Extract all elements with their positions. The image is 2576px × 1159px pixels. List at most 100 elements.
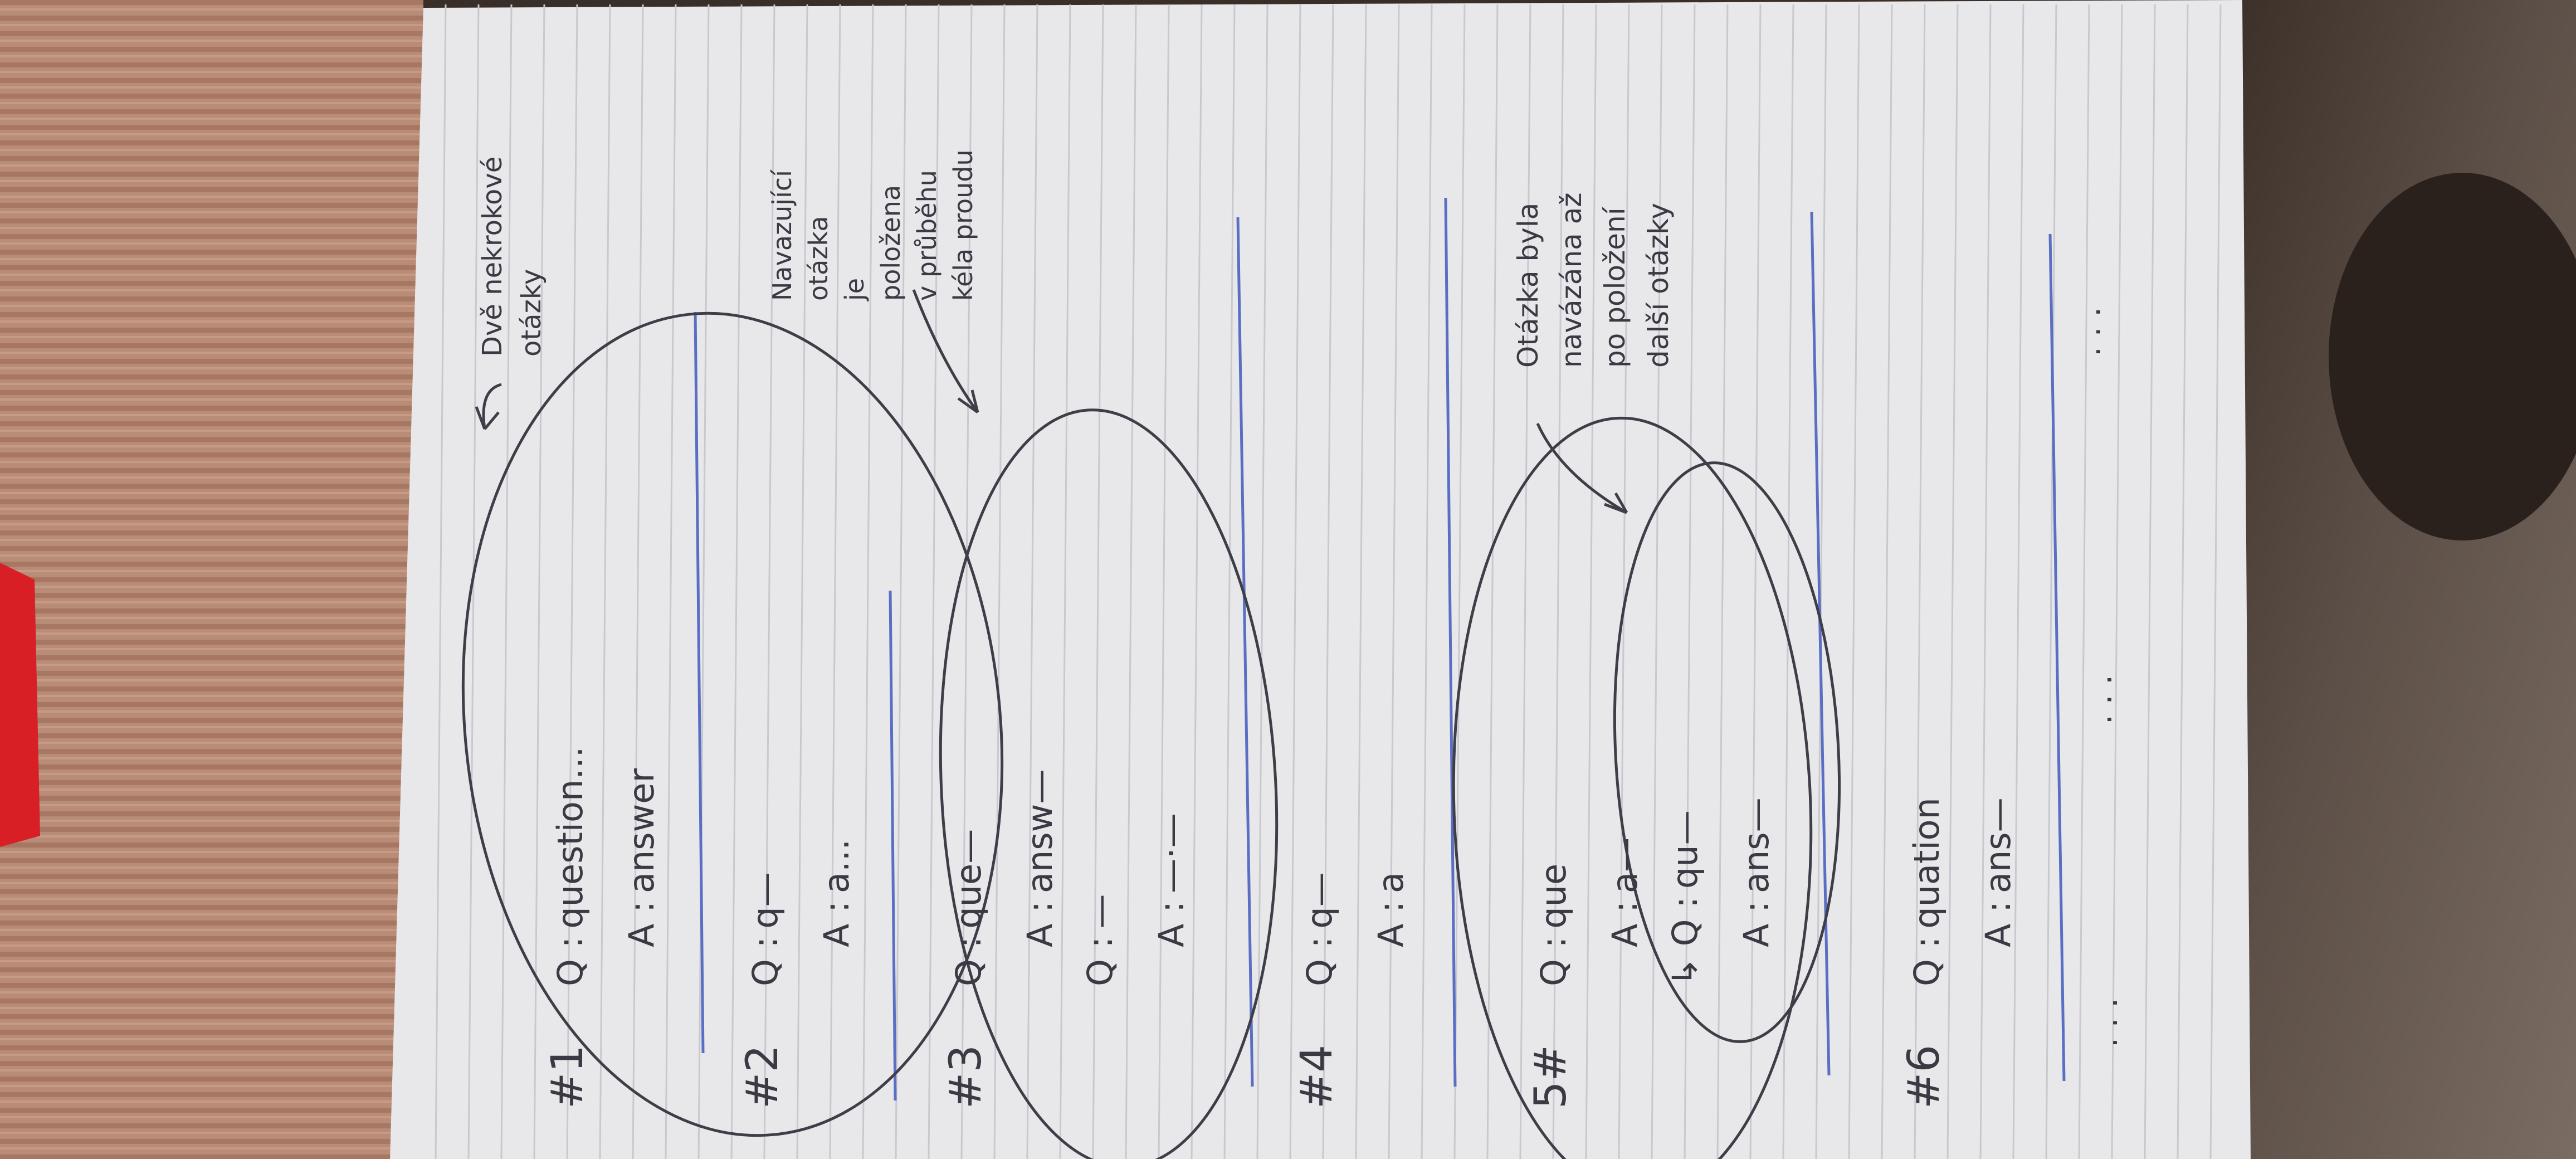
entry-line-text: —·— [1151, 813, 1192, 893]
red-object [0, 563, 40, 847]
entry-line: A :—·— [1151, 813, 1192, 947]
entry-line-text: qu— [1665, 810, 1705, 889]
ruled-line [2012, 4, 2024, 1159]
ruled-line [632, 4, 644, 1159]
entry-line: Q :quation [1906, 797, 1947, 986]
right-background [2217, 0, 2576, 1159]
ruled-line [665, 4, 677, 1159]
ruled-line [2209, 4, 2222, 1159]
annotation-line: Otázka byla [1512, 203, 1544, 368]
entry-line-prefix: A : [1604, 901, 1645, 947]
entry-line: Q : q— [1299, 872, 1340, 986]
entry-line: Q : q— [745, 872, 786, 986]
ruled-line [1782, 4, 1794, 1159]
ruled-line [2177, 4, 2189, 1159]
entry-line-prefix: Q : [1080, 937, 1120, 986]
entry-line-text: a... [816, 839, 857, 893]
ruled-line [1946, 4, 1959, 1159]
circle-nested-question [1613, 461, 1841, 1043]
ruled-line [928, 4, 940, 1159]
entry-line: A :ans— [1978, 797, 2018, 947]
annotation-line: otázka [803, 216, 833, 301]
arrow-icon [1536, 422, 1628, 514]
entry-line-text: a [1370, 872, 1411, 893]
entry-number: 5# [1526, 1045, 1576, 1109]
entry-line-text: que [1533, 864, 1574, 929]
entry-line-prefix: Q : [1299, 937, 1340, 986]
entry-line: A :ans— [1736, 797, 1777, 947]
entry-line-text: q— [1299, 872, 1340, 928]
entry-line: Q :que [1533, 864, 1574, 986]
ruled-line [1585, 4, 1597, 1159]
entry-line-prefix: A : [1736, 901, 1777, 947]
entry-line: Q :— [1080, 894, 1120, 986]
ruled-line [1618, 4, 1630, 1159]
entry-line: A : answ— [1019, 770, 1060, 947]
ruled-line [763, 4, 775, 1159]
ruled-line [1815, 4, 1827, 1159]
ruled-line [2045, 4, 2057, 1159]
ruled-line [1749, 4, 1762, 1159]
ruled-lines [435, 4, 2222, 1159]
notebook-entry: #6 Q :quation A :ans— [1899, 797, 2018, 1109]
ruled-line [1519, 4, 1531, 1159]
ruled-line [533, 4, 545, 1159]
ruled-line [1322, 4, 1334, 1159]
ruled-line [1059, 4, 1071, 1159]
entry-line-prefix: Q : [550, 937, 591, 986]
ruled-line [796, 4, 808, 1159]
notebook-entry: #3Q :que—A :answ—Q :—A :—·— [941, 770, 1192, 1109]
ruled-line [1651, 4, 1663, 1159]
entry-line: Q : que— [948, 829, 989, 986]
ruled-line [1421, 4, 1433, 1159]
entry-line-prefix: A : [1370, 901, 1411, 947]
entry-number: #6 [1899, 1045, 1949, 1109]
entry-line-text: que— [948, 829, 989, 929]
ellipsis-mark: . . . [2089, 998, 2125, 1048]
entry-line-prefix: A : [1019, 901, 1060, 947]
entry-line: A : a [1370, 872, 1411, 947]
ruled-line [500, 4, 513, 1159]
ruled-line [1388, 4, 1400, 1159]
entry-number: #1 [543, 1045, 593, 1109]
ruled-line [730, 4, 743, 1159]
ruled-line [566, 4, 578, 1159]
ruled-line [1223, 4, 1236, 1159]
arrow-icon [475, 383, 502, 430]
ruled-line [895, 4, 907, 1159]
ruled-line [1125, 4, 1137, 1159]
ruled-line [829, 4, 841, 1159]
ruled-line [1453, 4, 1466, 1159]
section-dividers [694, 197, 2066, 1101]
annotation-line: navázána až [1555, 192, 1588, 368]
ruled-line [1092, 4, 1104, 1159]
ruled-line [1684, 4, 1696, 1159]
ruled-line [1191, 4, 1203, 1159]
ruled-line [862, 4, 874, 1159]
entry-line-text: answ— [1019, 770, 1060, 893]
circle-entry-5 [1452, 416, 1813, 1159]
entry-line-text: q— [745, 872, 786, 928]
entry-line: A :answer [621, 768, 662, 947]
entry-number: #4 [1292, 1045, 1342, 1109]
annotation-line: je [840, 278, 870, 301]
entry-line-prefix: Q : [745, 937, 786, 986]
entry-line-prefix: Q : [948, 937, 989, 986]
entry-line: A :a— [1604, 837, 1645, 947]
ellipsis-mark: . . . [2083, 675, 2119, 724]
notebook-entry: #4 Q : q— A : a [1292, 872, 1411, 1109]
entry-line: Q :question... [550, 747, 591, 986]
ruled-line [435, 4, 447, 1159]
notebook-entries: #1Q :question...A :answer#2Q :q—A :a...#… [543, 747, 2018, 1109]
circle-entries-1-2 [461, 311, 1004, 1137]
arrow-icon [912, 289, 979, 414]
annotation-line: po položení [1599, 206, 1631, 368]
annotation-line: další otázky [1642, 203, 1675, 368]
ruled-line [1355, 4, 1367, 1159]
ellipsis-mark: . . . [2072, 307, 2108, 357]
entry-line-prefix: Q : [1906, 937, 1947, 986]
ruled-line [1552, 4, 1564, 1159]
annotation-line: v průběhu [912, 170, 942, 301]
annotation-line: Navazující [767, 169, 797, 301]
